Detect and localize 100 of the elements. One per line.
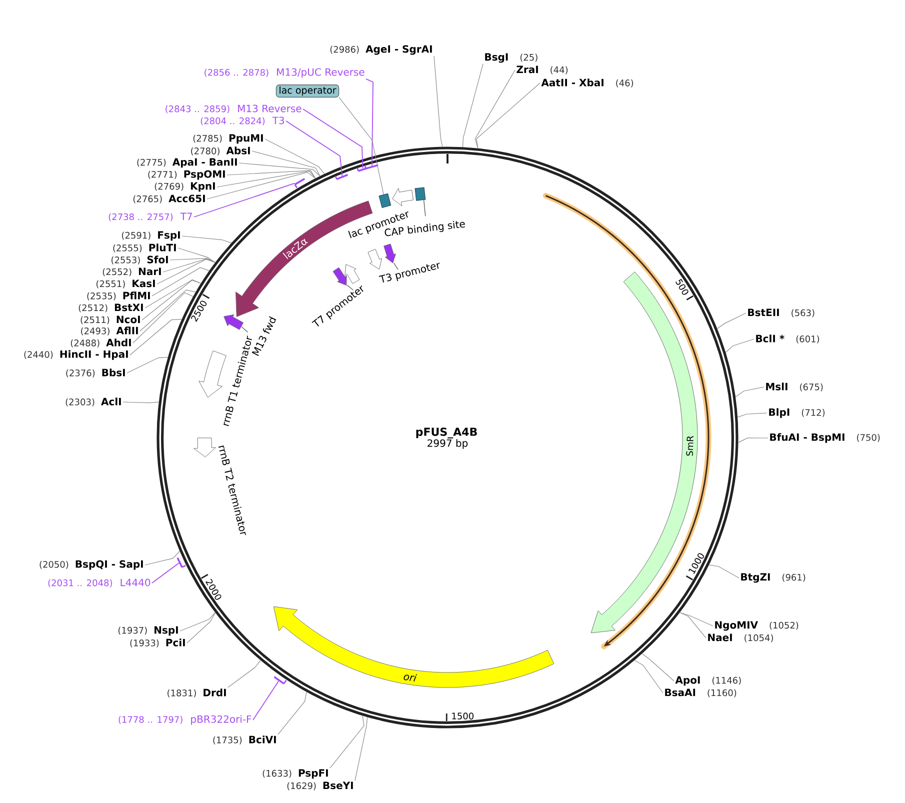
leader-line (206, 172, 316, 200)
cut-site-label: (2555) PluTI (113, 244, 176, 252)
leader-line (170, 258, 216, 263)
leader-line (278, 692, 307, 735)
leader-line (434, 56, 443, 148)
leader-line (178, 248, 216, 263)
primer-mark (274, 676, 287, 684)
leader-line (186, 612, 216, 644)
leader-line (194, 182, 295, 218)
cut-site-label: (1831) DrdI (168, 688, 226, 698)
plasmid-size: 2997 bp (428, 439, 468, 449)
leader-line (737, 412, 768, 418)
cut-site-label: BtgZI (961) (741, 573, 806, 583)
leader-line (716, 312, 746, 329)
feature-block (392, 188, 414, 206)
leader-line (132, 292, 194, 344)
leader-line (642, 653, 674, 682)
feature-block (344, 264, 360, 284)
leader-line (462, 64, 484, 148)
cut-site-label: BfuAI - BspMI (750) (770, 433, 880, 443)
cut-site-label: (2535) PflMI (87, 292, 150, 300)
feature-block (198, 350, 226, 398)
cut-site-label: (2552) NarI (102, 268, 161, 276)
leader-line (226, 170, 316, 179)
cut-site-label: (2440) HincII - HpaI (24, 350, 128, 360)
cut-site-label: BclI * (601) (756, 334, 820, 344)
primer-label: (2804 .. 2824) T3 (200, 116, 284, 126)
leader-line (679, 612, 706, 638)
leader-line (122, 402, 160, 404)
primer-label: (1778 .. 1797) pBR322ori-F (118, 715, 252, 725)
leader-line (126, 357, 168, 374)
leader-line (302, 108, 364, 169)
cut-site-label: BsgI (25) (485, 53, 538, 63)
cut-site-label: (1933) PciI (130, 638, 185, 648)
leader-line (474, 70, 516, 149)
leader-line (679, 612, 714, 626)
cut-site-label: (2376) BbsI (66, 368, 125, 378)
cut-site-label: (2591) FspI (122, 231, 180, 241)
cut-site-label: (2771) PspOMI (148, 170, 225, 180)
leader-line (216, 170, 316, 188)
leader-line (144, 550, 180, 566)
tick-label: 500 (676, 278, 688, 295)
leader-line (180, 612, 216, 632)
primer-mark (356, 167, 368, 172)
leader-line (152, 267, 210, 296)
cut-site-label: (2765) Acc65I (133, 194, 205, 204)
primer-label: (2856 .. 2878) M13/pUC Reverse (204, 68, 364, 78)
leader-line (238, 162, 320, 176)
cut-site-label: (2488) AhdI (70, 338, 131, 348)
cut-site-label: (2303) AclI (66, 398, 121, 406)
leader-line (162, 258, 216, 272)
leader-line (182, 236, 232, 244)
leader-line (286, 120, 343, 176)
cut-site-label: (2775) ApaI - BanII (137, 158, 237, 168)
cut-site-label: NgoMIV (1052) (715, 621, 798, 631)
feature-block (368, 248, 382, 270)
feature-label: lac operator (276, 84, 340, 98)
cut-site-label: (2551) KasI (96, 280, 155, 288)
leader-line (140, 290, 196, 332)
leader-line (708, 564, 740, 578)
leader-line (354, 716, 368, 781)
cut-site-label: BstEII (563) (748, 308, 814, 318)
cut-site-label: (2553) SfoI (112, 256, 168, 264)
cut-site-label: (2512) BstXI (78, 304, 143, 312)
leader-line (156, 259, 216, 284)
leader-line (252, 680, 279, 720)
primer-mark (334, 174, 348, 180)
leader-line (738, 438, 768, 443)
leader-line (330, 715, 364, 768)
leader-line (144, 279, 202, 308)
cut-site-label: (2511) NcoI (80, 316, 140, 324)
cut-site-label: (2493) AflII (81, 326, 138, 336)
primer-mark (294, 178, 306, 188)
cut-site-label: (2780) AbsI (191, 146, 250, 156)
tick-label: 1500 (452, 712, 474, 720)
cut-site-label: (2785) PpuMI (193, 134, 263, 144)
primer-label: (2031 .. 2048) L4440 (48, 578, 150, 588)
cut-site-label: ApoI (1146) (675, 676, 741, 686)
cut-site-label: (1629) BseYI (287, 782, 353, 790)
primer-label: (2738 .. 2757) T7 (108, 212, 192, 222)
cut-site-label: BlpI (712) (769, 408, 825, 418)
leader-line (252, 150, 320, 176)
feature-block (194, 438, 216, 458)
cut-site-label: ZraI (44) (516, 66, 568, 74)
leader-line (476, 82, 540, 149)
leader-line (735, 386, 764, 398)
feature-label: M13 fwd (252, 316, 276, 356)
leader-line (338, 97, 384, 195)
leader-line (228, 660, 261, 688)
cut-site-label: (1937) NspI (118, 626, 178, 636)
cut-site-label: (1633) PspFI (262, 769, 328, 779)
cut-site-label: (2050) BspQI - SapI (40, 560, 143, 570)
feature-box (378, 193, 392, 208)
primer-mark (176, 557, 186, 568)
primer-label: (2843 .. 2859) M13 Reverse (166, 104, 302, 114)
leader-line (130, 318, 182, 356)
leader-line (634, 660, 664, 694)
cut-site-label: BsaAI (1160) (665, 688, 736, 698)
feature-block: ori (273, 606, 554, 688)
leader-line (142, 280, 202, 320)
